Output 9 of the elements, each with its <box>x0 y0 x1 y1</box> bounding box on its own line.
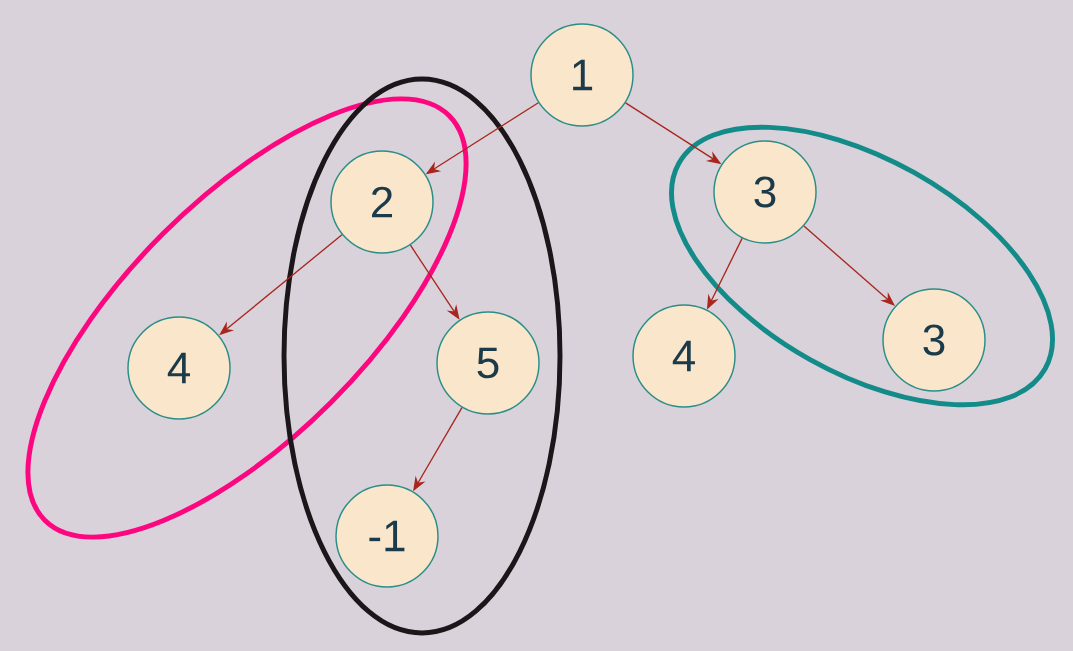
tree-node: 1 <box>530 23 634 127</box>
tree-node: 4 <box>127 316 231 420</box>
tree-node: 3 <box>882 288 986 392</box>
tree-node: 2 <box>330 150 434 254</box>
tree-node: -1 <box>335 484 439 588</box>
tree-node: 5 <box>436 311 540 415</box>
tree-node: 3 <box>713 140 817 244</box>
highlight-ellipse <box>281 76 563 636</box>
tree-node: 4 <box>632 304 736 408</box>
